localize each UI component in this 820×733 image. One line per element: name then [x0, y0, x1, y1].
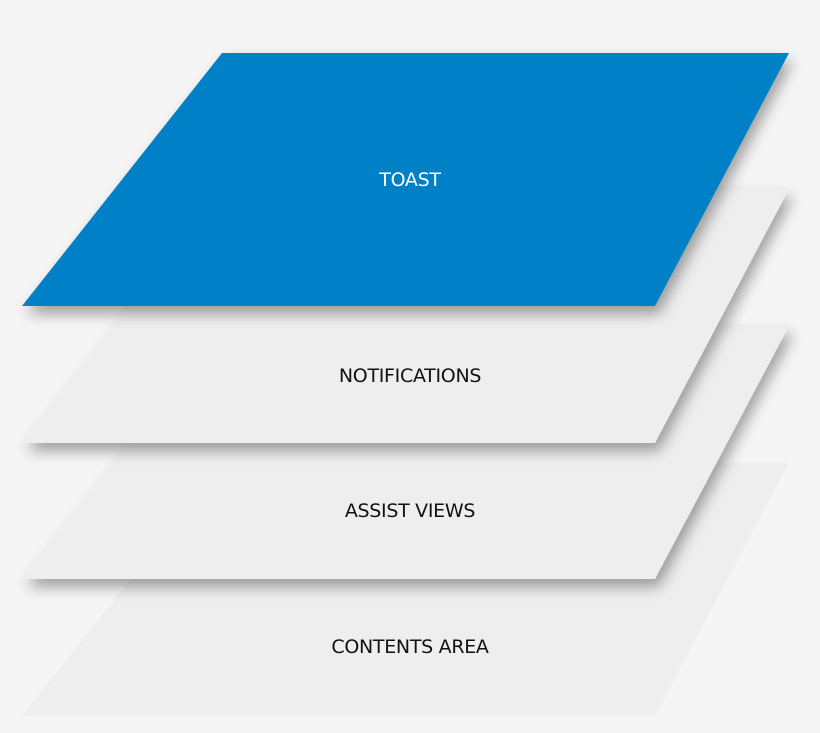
- layer-label-toast: TOAST: [379, 169, 441, 191]
- layer-label-contents-area: CONTENTS AREA: [331, 636, 489, 658]
- layer-toast: [22, 53, 789, 306]
- layer-label-notifications: NOTIFICATIONS: [338, 365, 482, 387]
- layer-label-assist-views: ASSIST VIEWS: [344, 500, 476, 522]
